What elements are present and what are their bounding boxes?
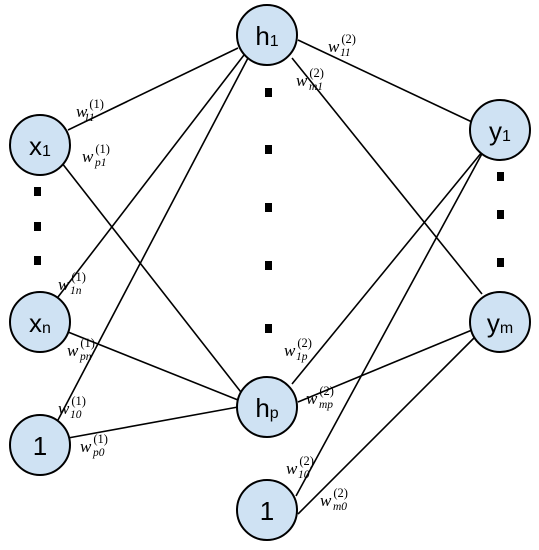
weight-label-w1n-1: w(1)1n — [58, 270, 86, 297]
svg-text:h1: h1 — [255, 21, 278, 51]
weight-label-w11-2: w(2)11 — [328, 32, 356, 59]
edge-xn-h1 — [57, 54, 245, 298]
edge-bias-hidden-ym — [297, 333, 479, 515]
weight-label-wp1-1: w(1)p1 — [82, 142, 110, 169]
input-ellipsis — [34, 187, 41, 265]
svg-text:ym: ym — [487, 308, 513, 338]
node-y1: y1 — [469, 99, 531, 161]
node-x1: x1 — [9, 114, 71, 176]
svg-text:y1: y1 — [489, 116, 511, 146]
svg-text:hp: hp — [255, 393, 278, 423]
weight-label-wmp-2: w(2)mp — [306, 384, 334, 411]
edge-x1-h1 — [67, 47, 239, 131]
weight-label-w11-1: w(1)11 — [76, 97, 104, 124]
node-ym: ym — [469, 291, 531, 353]
edge-bias-hidden-y1 — [295, 149, 485, 497]
node-xn: xn — [9, 291, 71, 353]
svg-text:xn: xn — [29, 308, 51, 338]
node-hp: hp — [236, 376, 298, 438]
svg-text:1: 1 — [33, 431, 47, 461]
weight-label-w10-1: w(1)10 — [58, 394, 86, 421]
node-bias-hidden: 1 — [236, 479, 298, 541]
edge-bias-in-hp — [67, 406, 239, 439]
edge-h1-ym — [291, 57, 483, 295]
edge-hp-y1 — [291, 151, 483, 385]
svg-text:x1: x1 — [29, 131, 51, 161]
weight-label-wm0-2: w(2)m0 — [320, 486, 348, 513]
weight-label-wm1-2: w(2)m1 — [296, 66, 324, 93]
weight-label-w1p-2: w(2)1p — [284, 336, 312, 363]
node-h1: h1 — [236, 4, 298, 66]
weight-label-w10-2: w(2)10 — [286, 454, 314, 481]
input-hidden-edges — [57, 47, 249, 439]
node-bias-input: 1 — [9, 414, 71, 476]
weight-label-wpn-1: w(1)pn — [67, 336, 95, 363]
edge-xn-hp — [67, 331, 239, 401]
edge-x1-hp — [57, 157, 245, 397]
edge-bias-in-h1 — [57, 57, 249, 421]
weight-label-wp0-1: w(1)p0 — [80, 432, 108, 459]
hidden-output-edges — [291, 39, 485, 515]
svg-text:1: 1 — [260, 496, 274, 526]
output-ellipsis — [497, 172, 504, 267]
edge-h1-y1 — [297, 39, 473, 123]
edge-hp-ym — [297, 329, 473, 403]
hidden-ellipsis — [265, 88, 272, 333]
